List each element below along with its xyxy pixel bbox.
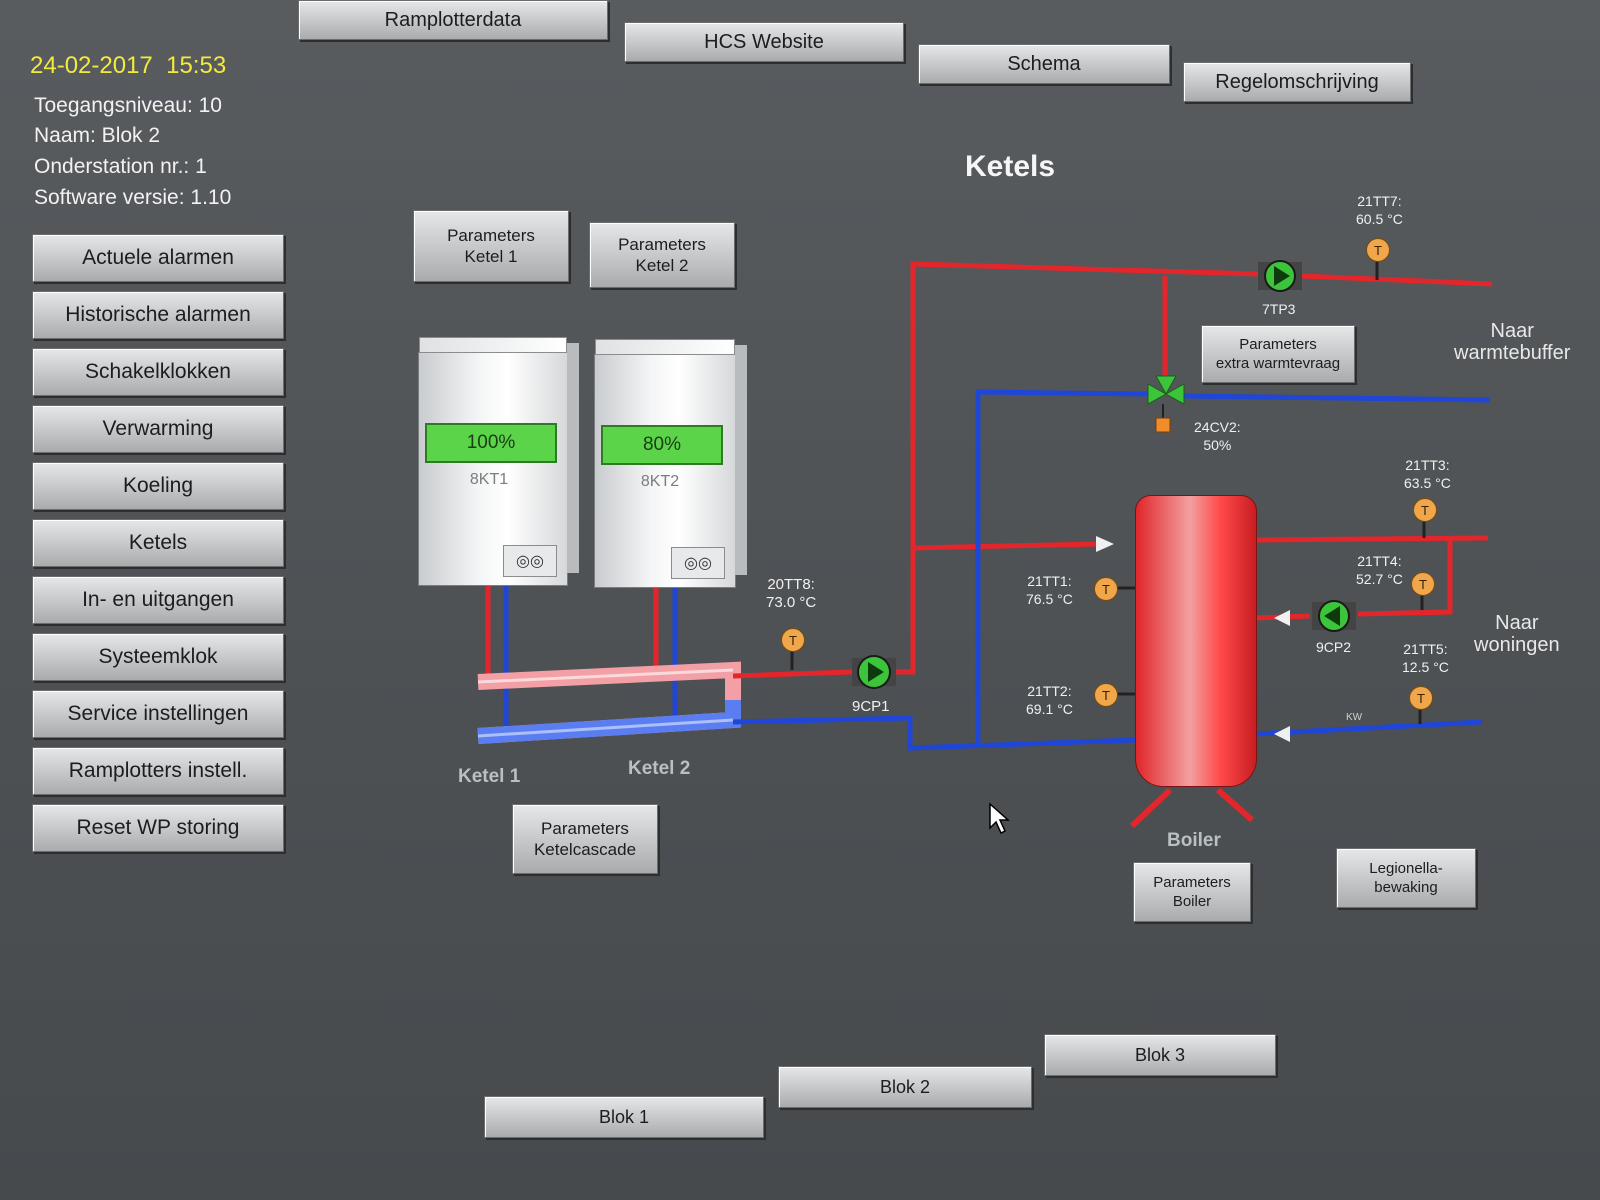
ketel2-label: Ketel 2: [628, 758, 691, 779]
boiler-unit-8kt2[interactable]: 80% 8KT2 ◎◎: [594, 339, 747, 588]
sensor-21tt7-value: 21TT7: 60.5 °C: [1356, 193, 1403, 227]
cold-water-label: KW: [1346, 712, 1363, 723]
boiler-tank[interactable]: [1135, 495, 1257, 787]
sensor-21tt2-value: 21TT2: 69.1 °C: [1026, 683, 1073, 717]
sidebar-item-historische-alarmen[interactable]: Historische alarmen: [32, 291, 284, 339]
destination-houses-label: Naar woningen: [1474, 612, 1560, 656]
sidebar-item-schakelklokken[interactable]: Schakelklokken: [32, 348, 284, 396]
bypass-return-pipe: [975, 389, 1149, 744]
installation-name: Naam: Blok 2: [34, 124, 161, 147]
sidebar-item-actuele-alarmen[interactable]: Actuele alarmen: [32, 234, 284, 282]
supply-riser: [896, 261, 1259, 675]
tab-schema[interactable]: Schema: [918, 44, 1170, 84]
boiler-modulation-bar: 100%: [425, 423, 557, 463]
three-way-valve-icon: [1147, 383, 1168, 405]
tank-leg: [1129, 787, 1173, 829]
pump-7tp3-icon: [1258, 260, 1302, 292]
boiler-unit-8kt1[interactable]: 100% 8KT1 ◎◎: [418, 337, 579, 586]
params-ketelcascade-button[interactable]: Parameters Ketelcascade: [512, 804, 658, 874]
tank-leg: [1216, 787, 1254, 823]
boiler-tank-label: Boiler: [1167, 830, 1221, 851]
date-text: 24-02-2017: [30, 52, 153, 79]
params-ketel1-button[interactable]: Parameters Ketel 1: [413, 210, 569, 282]
sensor-21tt3-value: 21TT3: 63.5 °C: [1404, 457, 1451, 491]
pump-9cp1-label: 9CP1: [852, 698, 890, 715]
temperature-sensor-icon[interactable]: T: [1409, 686, 1433, 710]
buffer-return-pipe: [1181, 393, 1491, 403]
destination-buffer-label: Naar warmtebuffer: [1454, 320, 1571, 364]
cold-collector: [477, 700, 741, 744]
main-supply-pipe: [732, 669, 853, 679]
check-valve-icon: [1274, 610, 1290, 626]
valve-actuator-icon: [1155, 417, 1171, 433]
buffer-supply-pipe: [1301, 273, 1493, 287]
temperature-sensor-icon[interactable]: T: [1411, 572, 1435, 596]
boiler-id: 8KT2: [640, 473, 680, 490]
temperature-sensor-icon[interactable]: T: [1094, 577, 1118, 601]
sensor-20tt8-value: 20TT8: 73.0 °C: [766, 576, 817, 611]
params-extra-warmtevraag-button[interactable]: Parameters extra warmtevraag: [1201, 325, 1355, 383]
pump-7tp3-label: 7TP3: [1262, 301, 1296, 317]
cold-water-pipe: [1254, 719, 1483, 737]
legionella-bewaking-button[interactable]: Legionella- bewaking: [1336, 848, 1476, 908]
sidebar-item-ramplotters-instell[interactable]: Ramplotters instell.: [32, 747, 284, 795]
params-ketel2-button[interactable]: Parameters Ketel 2: [589, 222, 735, 288]
gauge-icon: ◎◎: [671, 547, 725, 579]
sidebar-item-service-instellingen[interactable]: Service instellingen: [32, 690, 284, 738]
mouse-cursor-icon: [989, 802, 1010, 835]
temperature-sensor-icon[interactable]: T: [1366, 238, 1390, 262]
sidebar-item-koeling[interactable]: Koeling: [32, 462, 284, 510]
tab-blok-1[interactable]: Blok 1: [484, 1096, 764, 1138]
tab-blok-2[interactable]: Blok 2: [778, 1066, 1032, 1108]
sidebar-item-systeemklok[interactable]: Systeemklok: [32, 633, 284, 681]
sidebar-item-reset-wp-storing[interactable]: Reset WP storing: [32, 804, 284, 852]
page-title: Ketels: [965, 150, 1056, 183]
tab-regelomschrijving[interactable]: Regelomschrijving: [1183, 62, 1411, 102]
check-valve-icon: [1096, 536, 1114, 552]
temperature-sensor-icon[interactable]: T: [1413, 498, 1437, 522]
datetime: 24-02-2017 15:53: [30, 52, 226, 80]
main-return-pipe: [732, 715, 1136, 751]
substation-number: Onderstation nr.: 1: [34, 155, 207, 178]
access-level: Toegangsniveau: 10: [34, 94, 222, 117]
software-version: Software versie: 1.10: [34, 186, 232, 209]
sidebar-item-ketels[interactable]: Ketels: [32, 519, 284, 567]
pump-9cp2-icon: [1312, 600, 1356, 632]
sensor-21tt5-value: 21TT5: 12.5 °C: [1402, 641, 1449, 675]
sensor-21tt1-value: 21TT1: 76.5 °C: [1026, 573, 1073, 607]
params-boiler-button[interactable]: Parameters Boiler: [1133, 862, 1251, 922]
tank-supply-pipe: [912, 541, 1101, 551]
boiler-id: 8KT1: [469, 471, 509, 488]
sidebar-item-verwarming[interactable]: Verwarming: [32, 405, 284, 453]
sensor-21tt4-value: 21TT4: 52.7 °C: [1356, 553, 1403, 587]
pump-9cp1-icon: [852, 655, 896, 689]
ketel1-label: Ketel 1: [458, 766, 521, 787]
boiler-modulation-bar: 80%: [601, 425, 723, 465]
tab-blok-3[interactable]: Blok 3: [1044, 1034, 1276, 1076]
houses-supply-pipe: [1254, 535, 1489, 543]
check-valve-icon: [1274, 726, 1290, 742]
tab-hcs-website[interactable]: HCS Website: [624, 22, 904, 62]
time-text: 15:53: [166, 52, 227, 79]
tab-ramplotterdata[interactable]: Ramplotterdata: [298, 0, 608, 40]
pump-9cp2-label: 9CP2: [1316, 639, 1352, 655]
temperature-sensor-icon[interactable]: T: [1094, 683, 1118, 707]
valve-24cv2-value: 24CV2: 50%: [1194, 419, 1241, 453]
sidebar-item-in-en-uitgangen[interactable]: In- en uitgangen: [32, 576, 284, 624]
gauge-icon: ◎◎: [503, 545, 557, 577]
temperature-sensor-icon[interactable]: T: [781, 628, 805, 652]
